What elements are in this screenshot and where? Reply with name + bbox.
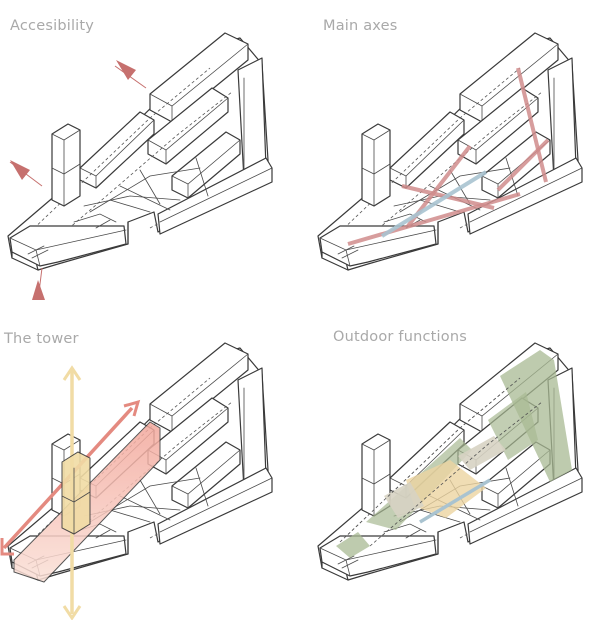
site-diagram-accesibility — [7, 32, 273, 301]
green-zone-bottom-left — [336, 532, 370, 558]
grey-zone-top — [458, 436, 506, 470]
access-arrow-top — [114, 60, 147, 89]
panel-the-tower: The tower — [0, 310, 299, 620]
site-diagram-main-axes — [317, 32, 583, 271]
tower-axis-diagonal-head-top — [123, 399, 141, 417]
green-zone-inner — [488, 392, 538, 460]
panel-caption-the-tower: The tower — [4, 331, 79, 347]
panel-main-axes: Main axes — [310, 0, 599, 310]
axis-red-1 — [347, 192, 521, 246]
panel-outdoor-functions: Outdoor functions — [310, 310, 599, 620]
access-arrow-bottom — [32, 267, 45, 301]
tower-axis-diagonal-head-bottom — [0, 538, 14, 556]
tower-volume-highlight — [61, 451, 91, 535]
site-diagram-outdoor-functions — [317, 342, 583, 581]
blue-path — [419, 478, 491, 524]
access-arrow-left — [9, 160, 43, 187]
site-diagram-the-tower — [0, 342, 273, 620]
tower-axis-vertical-head-top — [62, 365, 82, 381]
panel-caption-accesibility: Accesibility — [10, 18, 95, 34]
green-zone-outer-wing — [500, 350, 572, 482]
tower-axis-vertical-head-bottom — [62, 605, 82, 620]
axis-red-5 — [496, 138, 550, 192]
panel-caption-outdoor-functions: Outdoor functions — [333, 329, 467, 345]
panel-accesibility: Accesibility — [0, 0, 299, 310]
axis-blue-1 — [380, 170, 488, 238]
axis-red-4 — [516, 67, 548, 183]
panel-caption-main-axes: Main axes — [323, 18, 398, 34]
sand-zone-center — [406, 460, 486, 518]
